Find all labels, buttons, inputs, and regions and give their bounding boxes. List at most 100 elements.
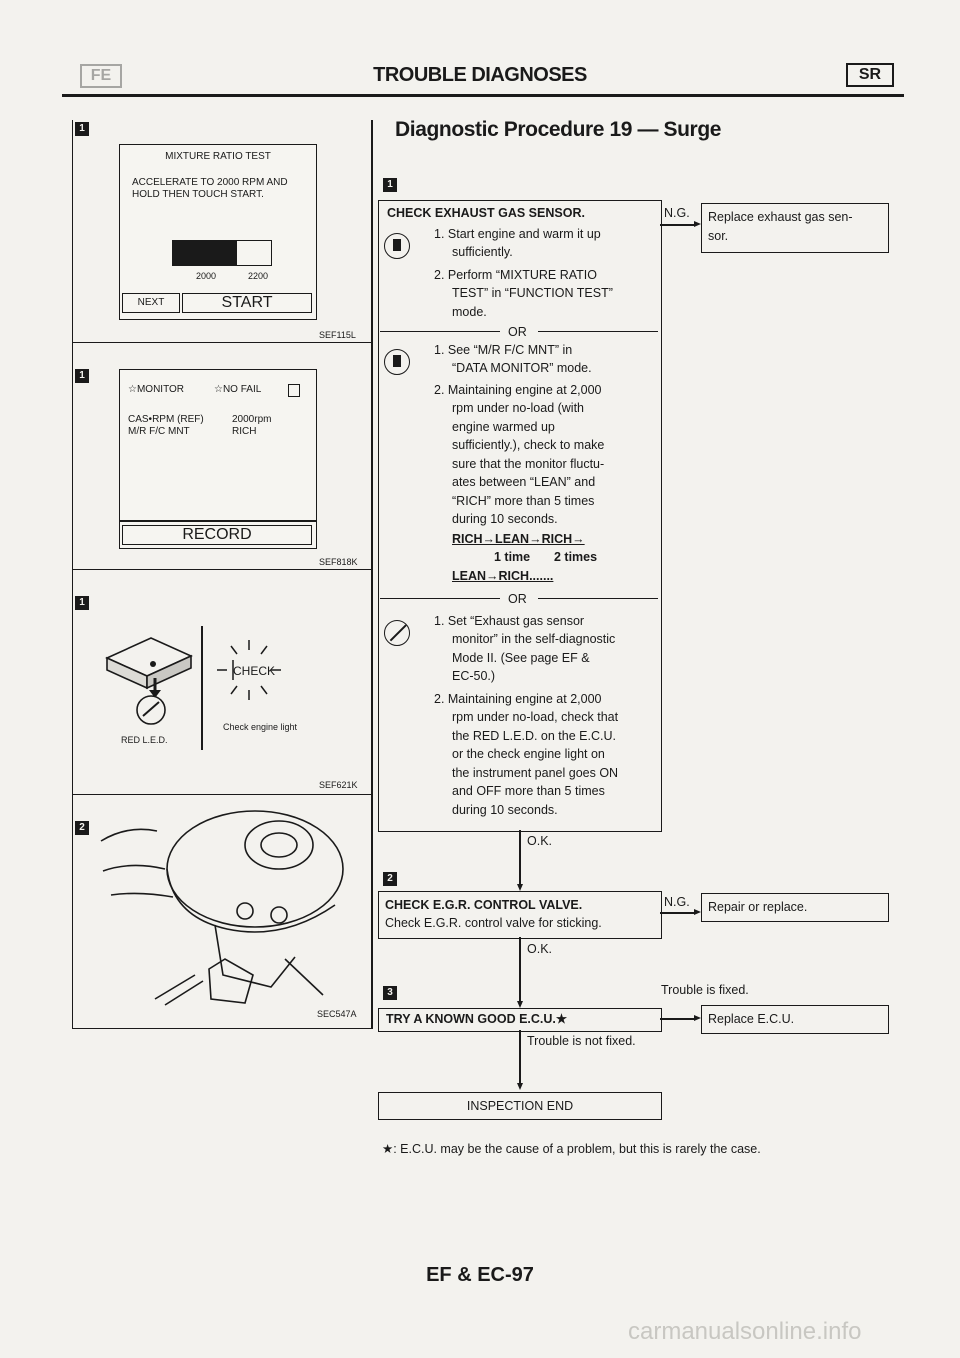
step1-text: “DATA MONITOR” mode.: [452, 361, 592, 375]
step-badge: 3: [383, 986, 397, 1000]
step1-text: 2. Perform “MIXTURE RATIO: [434, 268, 597, 282]
step-badge: 1: [75, 369, 89, 383]
check-engine-light-icon: [217, 640, 281, 700]
step1-box: [378, 200, 662, 832]
step1-text: 1. Start engine and warm it up: [434, 227, 601, 241]
step1-text: Mode II. (See page EF &: [452, 651, 590, 665]
procedure-title: Diagnostic Procedure 19 — Surge: [395, 118, 722, 141]
arrow-right-icon: [694, 909, 701, 915]
no-tester-icon: [384, 620, 410, 646]
step1-text: sufficiently.: [452, 245, 513, 259]
replace-ecu-box: Replace E.C.U.: [701, 1005, 889, 1034]
step1-text: mode.: [452, 305, 487, 319]
arrow-right-icon: [694, 1015, 701, 1021]
fixed-connector: [660, 1018, 694, 1020]
flow-connector: [519, 830, 521, 885]
step1-text: engine warmed up: [452, 420, 555, 434]
consult-screen: ☆MONITOR ☆NO FAIL CAS•RPM (REF) 2000rpm …: [119, 369, 317, 549]
tick-2000: 2000: [196, 271, 217, 281]
consult-tester-glyph: [393, 355, 401, 367]
ok-label: O.K.: [527, 834, 553, 848]
record-button[interactable]: RECORD: [122, 525, 312, 545]
step-badge: 1: [75, 596, 89, 610]
step1-text: ates between “LEAN” and: [452, 475, 596, 489]
step1-text: 2. Maintaining engine at 2,000: [434, 692, 602, 706]
tick-2200: 2200: [248, 271, 269, 281]
monitor-label: ☆MONITOR: [128, 384, 185, 395]
monitor-row-value: RICH: [232, 426, 257, 437]
screen-title: MIXTURE RATIO TEST: [165, 151, 271, 162]
step1-text: “RICH” more than 5 times: [452, 494, 595, 508]
step1-title: CHECK EXHAUST GAS SENSOR.: [387, 206, 585, 220]
ng-action-box: Repair or replace.: [701, 893, 889, 922]
step1-text: the instrument panel goes ON: [452, 766, 619, 780]
or-divider-line: [538, 331, 658, 332]
step2-text: Check E.G.R. control valve for sticking.: [385, 916, 602, 930]
rpm-bar-fill: [173, 241, 237, 265]
monitor-row-value: 2000rpm: [232, 414, 272, 425]
monitor-row-label: CAS•RPM (REF): [128, 414, 204, 425]
consult-tester-icon: [384, 349, 410, 375]
next-button[interactable]: NEXT: [122, 293, 180, 313]
ecu-illustration: [105, 637, 193, 725]
check-label: CHECK: [233, 664, 276, 678]
or-label: OR: [508, 592, 527, 606]
flow-connector: [519, 937, 521, 1003]
step-badge: 2: [383, 872, 397, 886]
step1-text: sufficiently.), check to make: [452, 438, 605, 452]
step1-text: 1. Set “Exhaust gas sensor: [434, 614, 585, 628]
panel-check-engine-light: 1 RED L.E.D. CHECK Check engine light SE…: [72, 570, 373, 795]
not-fixed-label: Trouble is not fixed.: [527, 1034, 636, 1048]
step1-text: EC-50.): [452, 669, 496, 683]
start-button[interactable]: START: [182, 293, 312, 313]
page-header-title: TROUBLE DIAGNOSES: [373, 64, 587, 86]
divider: [201, 626, 203, 750]
step2-title: CHECK E.G.R. CONTROL VALVE.: [385, 898, 583, 912]
ng-label: N.G.: [664, 206, 690, 220]
footnote: ★: E.C.U. may be the cause of a problem,…: [382, 1142, 761, 1156]
step1-text: sure that the monitor fluctu-: [452, 457, 605, 471]
sequence-count: 2 times: [554, 550, 598, 564]
sequence-count: 1 time: [494, 550, 531, 564]
step1-text: or the check engine light on: [452, 747, 605, 761]
section-tag-right: SR: [846, 63, 894, 87]
step1-text: TEST” in “FUNCTION TEST”: [452, 286, 613, 300]
figure-code: SEC547A: [317, 1009, 357, 1019]
header-rule: [62, 94, 904, 97]
replace-ecu-text: Replace E.C.U.: [708, 1012, 795, 1026]
ng-action-text: Replace exhaust gas sen-: [708, 210, 853, 224]
section-tag-left: FE: [80, 64, 122, 88]
arrow-down-icon: [517, 1083, 523, 1090]
step1-text: the RED L.E.D. on the E.C.U.: [452, 729, 616, 743]
watermark: carmanualsonline.info: [628, 1318, 862, 1345]
ng-label: N.G.: [664, 895, 690, 909]
step1-text: 1. See “M/R F/C MNT” in: [434, 343, 573, 357]
step-badge: 2: [75, 821, 89, 835]
or-divider-line: [380, 598, 500, 599]
arrow-down-icon: [517, 1001, 523, 1008]
figure-code: SEF115L: [319, 330, 356, 340]
consult-tester-icon: [384, 233, 410, 259]
step-badge: 1: [75, 122, 89, 136]
ng-connector: [660, 224, 694, 226]
ng-action-text: Repair or replace.: [708, 900, 808, 914]
step1-text: during 10 seconds.: [452, 803, 558, 817]
consult-tester-glyph: [393, 239, 401, 251]
step3-title: TRY A KNOWN GOOD E.C.U.★: [386, 1012, 568, 1026]
record-checkbox[interactable]: [288, 384, 300, 397]
or-label: OR: [508, 325, 527, 339]
screen-instruction: ACCELERATE TO 2000 RPM AND HOLD THEN TOU…: [132, 177, 288, 200]
no-fail-label: ☆NO FAIL: [214, 384, 262, 395]
left-column-divider: [371, 120, 373, 1028]
figure-code: SEF621K: [319, 780, 358, 790]
ng-action-text: sor.: [708, 229, 729, 243]
or-divider-line: [380, 331, 500, 332]
panel-mixture-ratio-test: 1 MIXTURE RATIO TEST ACCELERATE TO 2000 …: [72, 120, 373, 343]
ng-connector: [660, 912, 694, 914]
inspection-end-label: INSPECTION END: [466, 1099, 574, 1113]
consult-screen: MIXTURE RATIO TEST ACCELERATE TO 2000 RP…: [119, 144, 317, 320]
sequence-line: RICH→LEAN→RICH→: [452, 532, 585, 546]
inspection-end-box: INSPECTION END: [378, 1092, 662, 1120]
panel-data-monitor: 1 ☆MONITOR ☆NO FAIL CAS•RPM (REF) 2000rp…: [72, 343, 373, 570]
or-divider-line: [538, 598, 658, 599]
